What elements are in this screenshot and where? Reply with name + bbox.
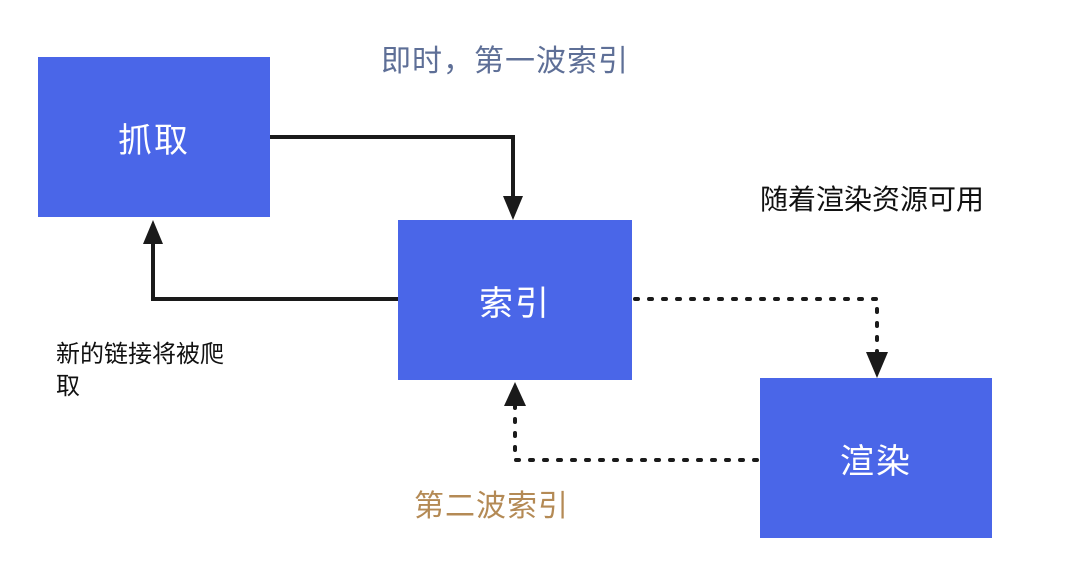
arrowhead-index-to-fetch [143, 220, 163, 244]
first-wave-label: 即时，第一波索引 [381, 44, 629, 79]
arrowhead-fetch-to-index [503, 196, 523, 220]
node-render-label: 渲染 [840, 441, 912, 482]
resources-available-label: 随着渲染资源可用 [760, 183, 985, 216]
edge-index-to-render [633, 297, 879, 358]
node-fetch-label: 抓取 [118, 120, 190, 161]
node-index: 索引 [398, 220, 632, 380]
edge-index-to-fetch [151, 236, 398, 301]
node-render: 渲染 [760, 378, 992, 538]
arrowhead-render-to-index [504, 382, 526, 406]
edge-render-to-index [513, 402, 759, 462]
node-fetch: 抓取 [38, 57, 270, 217]
node-index-label: 索引 [479, 283, 551, 324]
new-links-crawled-label: 新的链接将被爬取 [56, 340, 224, 400]
edge-fetch-to-index [270, 135, 515, 204]
arrowhead-index-to-render [866, 352, 888, 378]
second-wave-label: 第二波索引 [414, 489, 569, 524]
